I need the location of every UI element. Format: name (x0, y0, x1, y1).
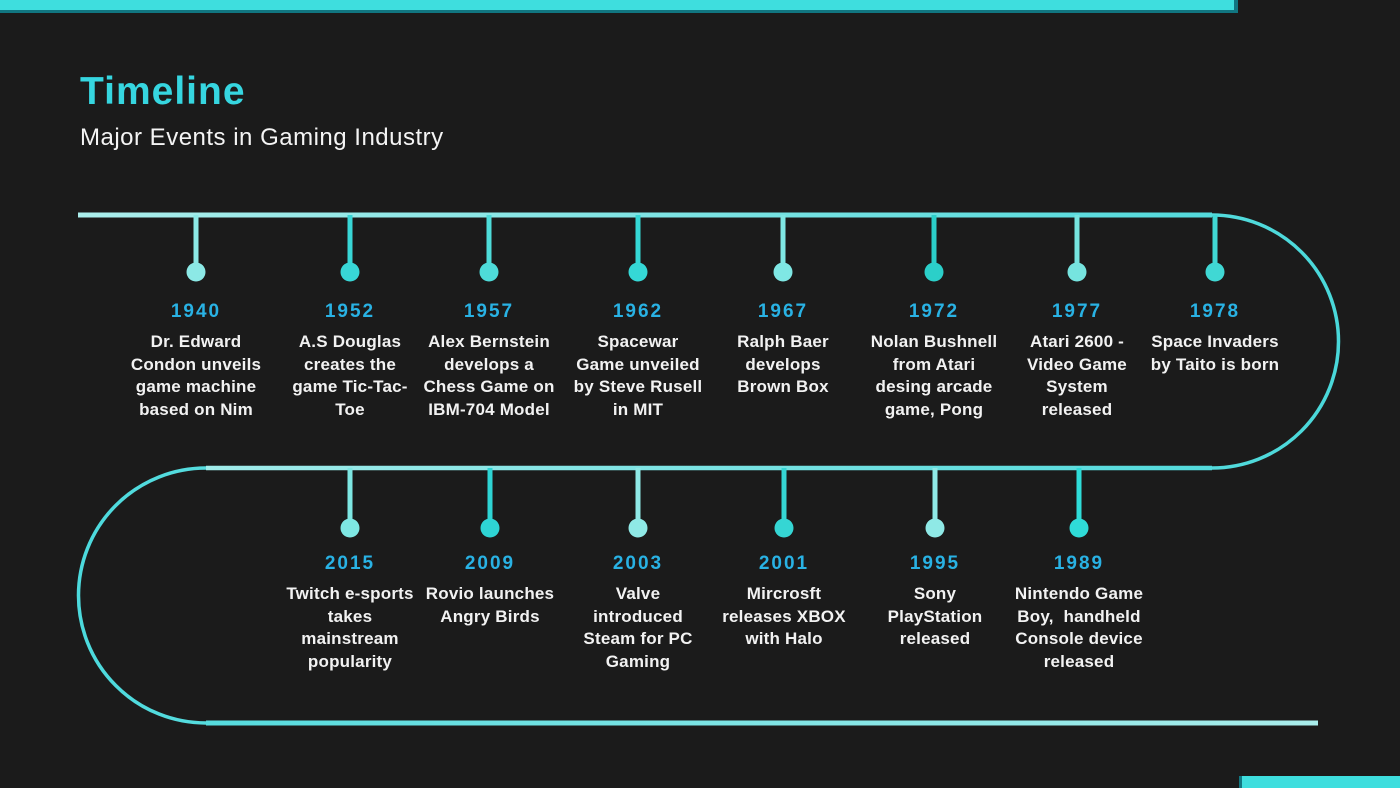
event-description: A.S Douglas creates the game Tic-Tac- To… (292, 332, 408, 419)
event-year: 1989 (1053, 553, 1105, 574)
timeline-node-dot (1067, 262, 1087, 282)
event-year: 2009 (464, 553, 516, 574)
event-year: 1957 (463, 301, 515, 322)
top-accent-bar (0, 0, 1238, 13)
event-year: 1978 (1189, 301, 1241, 322)
event-year: 2003 (612, 553, 664, 574)
event-description: Twitch e-sports takes mainstream popular… (286, 584, 414, 671)
bottom-right-accent-bar (1239, 776, 1400, 788)
event-year: 2015 (324, 553, 376, 574)
timeline-node-dot (924, 262, 944, 282)
timeline-node-dot (628, 518, 648, 538)
timeline-node-dot (1205, 262, 1225, 282)
event-description: Nintendo Game Boy, handheld Console devi… (1014, 584, 1144, 671)
page-subtitle: Major Events in Gaming Industry (80, 124, 444, 151)
event-description: Spacewar Game unveiled by Steve Rusell i… (573, 332, 703, 419)
event-description: Sony PlayStation released (887, 584, 983, 648)
event-year: 1952 (324, 301, 376, 322)
event-year: 1967 (757, 301, 809, 322)
event-description: Nolan Bushnell from Atari desing arcade … (870, 332, 998, 419)
timeline-node-dot (480, 518, 500, 538)
event-description: Alex Bernstein develops a Chess Game on … (423, 332, 555, 419)
timeline-node-dot (186, 262, 206, 282)
event-year: 1940 (170, 301, 222, 322)
event-description: Rovio launches Angry Birds (425, 584, 555, 626)
timeline-node-dot (1069, 518, 1089, 538)
event-year: 1995 (909, 553, 961, 574)
timeline-arc-right (1211, 213, 1341, 470)
event-description: Ralph Baer develops Brown Box (737, 332, 829, 396)
event-description: Mircrosft releases XBOX with Halo (722, 584, 846, 648)
event-year: 2001 (758, 553, 810, 574)
timeline-node-dot (773, 262, 793, 282)
timeline-arc-left (76, 466, 207, 725)
event-description: Dr. Edward Condon unveils game machine b… (130, 332, 262, 419)
timeline-node-dot (628, 262, 648, 282)
timeline-node-dot (774, 518, 794, 538)
event-description: Atari 2600 - Video Game System released (1027, 332, 1127, 419)
timeline-node-dot (340, 518, 360, 538)
event-year: 1962 (612, 301, 664, 322)
timeline-node-dot (479, 262, 499, 282)
page-title: Timeline (80, 70, 246, 113)
event-description: Space Invaders by Taito is born (1150, 332, 1280, 374)
event-year: 1977 (1051, 301, 1103, 322)
event-description: Valve introduced Steam for PC Gaming (583, 584, 693, 671)
timeline-node-dot (925, 518, 945, 538)
timeline-node-dot (340, 262, 360, 282)
event-year: 1972 (908, 301, 960, 322)
